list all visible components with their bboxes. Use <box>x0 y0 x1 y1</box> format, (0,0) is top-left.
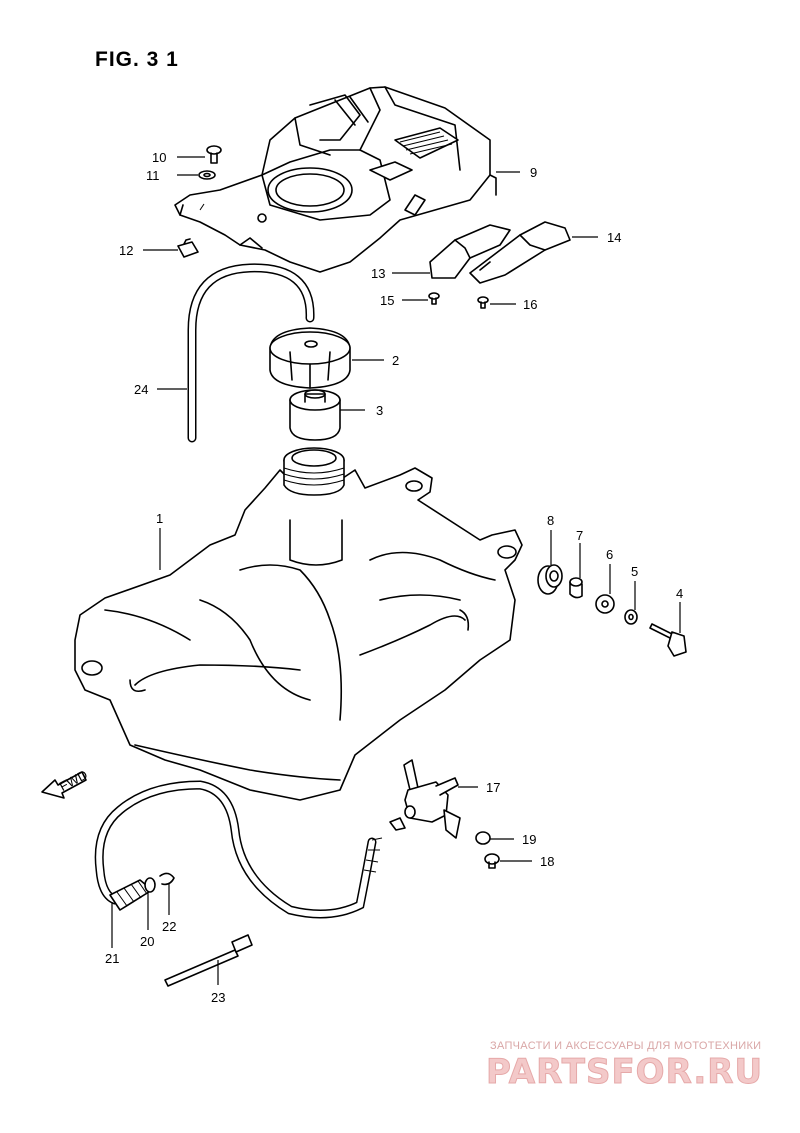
callout-21: 21 <box>105 951 119 966</box>
callout-24: 24 <box>134 382 148 397</box>
part-13-bracket[interactable] <box>429 224 511 279</box>
part-3-cap-insert[interactable] <box>289 389 341 441</box>
part-17-fuel-cock[interactable] <box>389 759 461 839</box>
callout-9: 9 <box>530 165 537 180</box>
fwd-label: FWD <box>57 767 90 794</box>
callout-10: 10 <box>152 150 166 165</box>
callout-23: 23 <box>211 990 225 1005</box>
part-5-washer[interactable] <box>624 609 638 625</box>
part-16-bolt[interactable] <box>477 296 489 309</box>
callout-17: 17 <box>486 780 500 795</box>
part-23-cable-tie[interactable] <box>164 934 253 987</box>
part-15-bolt[interactable] <box>428 292 440 305</box>
callout-1: 1 <box>156 511 163 526</box>
callout-13: 13 <box>371 266 385 281</box>
watermark-logo: PARTSFOR.RU <box>485 1052 764 1093</box>
callout-3: 3 <box>376 403 383 418</box>
callout-5: 5 <box>631 564 638 579</box>
part-12-clip-nut[interactable] <box>177 238 199 258</box>
part-22-clip[interactable] <box>159 872 175 886</box>
fwd-arrow-icon: FWD <box>41 767 90 799</box>
callout-20: 20 <box>140 934 154 949</box>
part-11-washer[interactable] <box>198 170 216 180</box>
part-4-bolt[interactable] <box>649 623 687 657</box>
part-24-breather-hose[interactable] <box>187 263 315 443</box>
callout-16: 16 <box>523 297 537 312</box>
callout-2: 2 <box>392 353 399 368</box>
part-8-cushion[interactable] <box>537 564 563 595</box>
callout-7: 7 <box>576 528 583 543</box>
part-10-screw[interactable] <box>206 145 222 164</box>
callout-12: 12 <box>119 243 133 258</box>
callout-18: 18 <box>540 854 554 869</box>
part-21-fuel-hose[interactable] <box>94 780 383 919</box>
part-2-fuel-cap[interactable] <box>269 327 351 389</box>
callout-14: 14 <box>607 230 621 245</box>
watermark-tagline: ЗАПЧАСТИ И АКСЕССУАРЫ ДЛЯ МОТОТЕХНИКИ <box>490 1040 762 1052</box>
part-14-bracket[interactable] <box>469 221 571 284</box>
callout-4: 4 <box>676 586 683 601</box>
callout-6: 6 <box>606 547 613 562</box>
callout-labels: 10 11 12 9 14 13 15 16 2 3 24 1 8 7 6 5 <box>105 150 683 1005</box>
callout-22: 22 <box>162 919 176 934</box>
part-19-washer[interactable] <box>475 831 491 845</box>
callout-11: 11 <box>146 168 160 183</box>
part-7-collar[interactable] <box>569 577 583 599</box>
part-1-fuel-tank[interactable] <box>74 447 523 801</box>
part-18-screw[interactable] <box>484 853 500 869</box>
part-6-washer[interactable] <box>595 594 615 614</box>
callout-8: 8 <box>547 513 554 528</box>
callout-15: 15 <box>380 293 394 308</box>
callout-19: 19 <box>522 832 536 847</box>
figure-title: FIG. 3 1 <box>95 48 179 71</box>
part-9-tank-cover[interactable] <box>174 86 497 273</box>
part-20-hose-joint[interactable] <box>109 877 156 911</box>
